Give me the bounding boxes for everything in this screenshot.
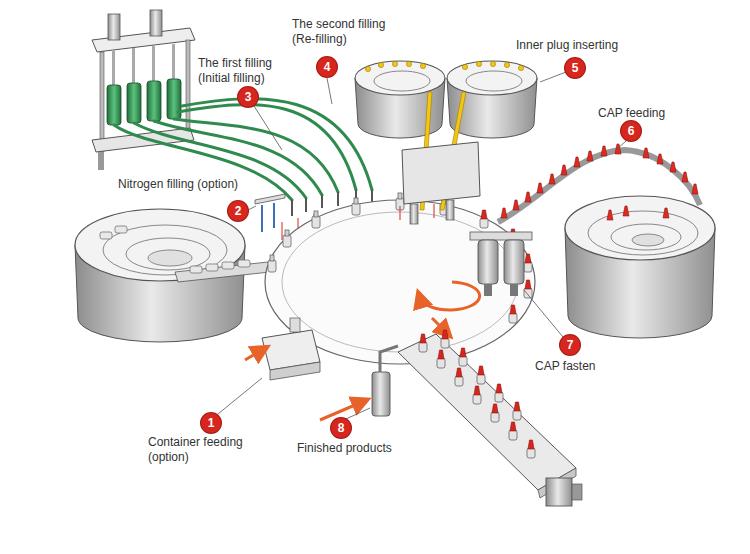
callout-number: 5 bbox=[572, 62, 579, 74]
capping-heads bbox=[470, 232, 532, 296]
callout-number: 1 bbox=[208, 417, 215, 429]
callout-circle: 2Nitrogen filling (option) bbox=[228, 201, 248, 221]
callout-circle: 8Finished products bbox=[331, 418, 351, 438]
callout-circle: 3The first filling (Initial filling) bbox=[238, 87, 258, 107]
callout-label: The first filling (Initial filling) bbox=[198, 56, 294, 86]
callout-label: Nitrogen filling (option) bbox=[118, 177, 268, 192]
callout-label: The second filling (Re-filling) bbox=[292, 17, 404, 47]
callout-label: Finished products bbox=[297, 441, 417, 456]
callout-number: 6 bbox=[628, 125, 635, 137]
output-conveyor bbox=[398, 318, 582, 506]
callout-number: 3 bbox=[245, 91, 252, 103]
callout-circle: 4The second filling (Re-filling) bbox=[317, 57, 337, 77]
callout-number: 2 bbox=[235, 205, 242, 217]
callout-label: Container feeding (option) bbox=[148, 435, 260, 465]
callout-number: 7 bbox=[567, 339, 574, 351]
plug-motion-arrows bbox=[400, 204, 434, 220]
inner-plug-bowl-feeders bbox=[355, 61, 537, 224]
callout-label: CAP feeding bbox=[598, 106, 688, 121]
callout-circle: 5Inner plug inserting bbox=[565, 58, 585, 78]
callout-number: 4 bbox=[324, 61, 331, 73]
container-feeding-unit bbox=[245, 318, 320, 380]
cap-track bbox=[501, 144, 698, 220]
callout-circle: 1Container feeding (option) bbox=[201, 413, 221, 433]
callout-circle: 7CAP fasten bbox=[560, 335, 580, 355]
finished-product-arm bbox=[320, 346, 398, 420]
leader-lines bbox=[218, 72, 626, 419]
callout-label: CAP fasten bbox=[535, 359, 625, 374]
containers-on-dial bbox=[268, 193, 532, 323]
container-bowl-feeder bbox=[75, 209, 270, 342]
callout-label: Inner plug inserting bbox=[516, 38, 646, 53]
callout-number: 8 bbox=[338, 422, 345, 434]
cap-bowl-feeder bbox=[498, 150, 715, 338]
callout-circle: 6CAP feeding bbox=[621, 121, 641, 141]
filling-pump-block bbox=[92, 10, 195, 170]
green-tubes bbox=[114, 99, 372, 200]
